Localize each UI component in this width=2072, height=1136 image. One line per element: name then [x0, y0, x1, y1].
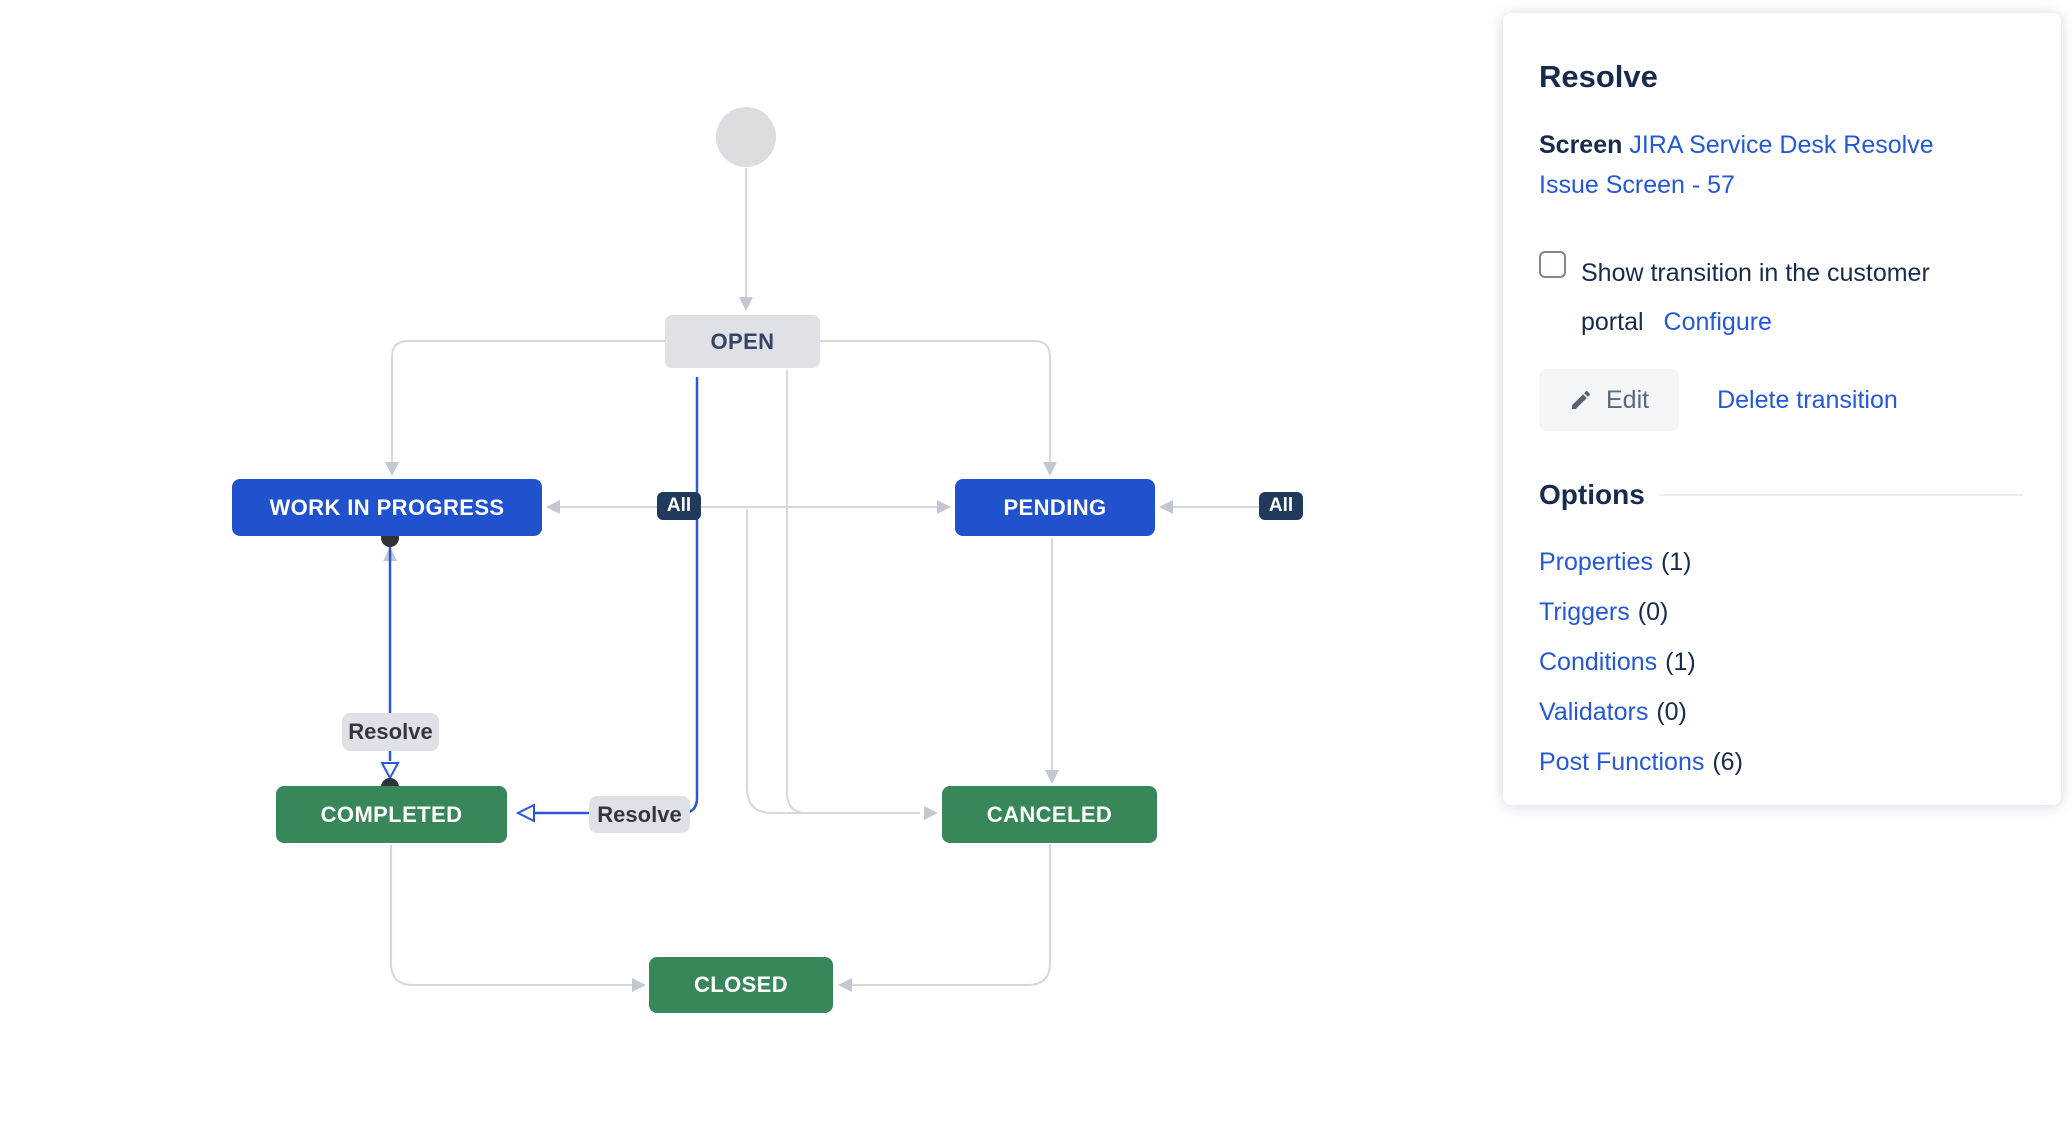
configure-link[interactable]: Configure — [1663, 308, 1772, 336]
arrowhead-into-canceled-left — [924, 806, 938, 820]
panel-title: Resolve — [1539, 59, 1658, 94]
arrowhead-into-wip-right — [546, 500, 560, 514]
triggers-count: (0) — [1637, 598, 1669, 626]
options-header: Options — [1539, 479, 2023, 511]
resolve-arrowhead-down — [380, 762, 400, 781]
arrowhead-into-closed-right — [838, 978, 852, 992]
all-transition-chip-wip[interactable]: All — [657, 492, 701, 520]
resolve-transition-label-open[interactable]: Resolve — [589, 796, 690, 833]
status-node-work-in-progress[interactable]: WORK IN PROGRESS — [232, 479, 542, 536]
properties-link[interactable]: Properties — [1539, 548, 1653, 576]
arrowhead-into-wip-top — [385, 462, 399, 476]
resolve-transition-label-wip[interactable]: Resolve — [342, 713, 439, 751]
edge-mid-to-canceled — [746, 509, 920, 814]
transition-detail-panel: Resolve Screen JIRA Service Desk Resolve… — [1503, 13, 2061, 805]
status-node-canceled[interactable]: CANCELED — [942, 786, 1157, 843]
options-list: Properties(1) Triggers(0) Conditions(1) … — [1539, 537, 2023, 787]
status-node-open[interactable]: OPEN — [665, 315, 820, 368]
status-node-closed[interactable]: CLOSED — [649, 957, 833, 1013]
show-transition-label: Show transition in the customer portal — [1581, 259, 1930, 336]
screen-link[interactable]: JIRA Service Desk Resolve Issue Screen -… — [1539, 131, 1934, 199]
properties-count: (1) — [1660, 548, 1692, 576]
option-properties: Properties(1) — [1539, 537, 2023, 587]
options-title: Options — [1539, 479, 1645, 510]
arrowhead-into-pending-right — [1159, 500, 1173, 514]
delete-transition-link[interactable]: Delete transition — [1717, 385, 1898, 414]
options-divider — [1658, 494, 2023, 496]
validators-count: (0) — [1656, 698, 1687, 726]
option-validators: Validators(0) — [1539, 687, 2023, 737]
status-node-completed[interactable]: COMPLETED — [276, 786, 507, 843]
action-row: Edit Delete transition — [1539, 369, 2023, 431]
start-node[interactable] — [716, 107, 776, 167]
option-conditions: Conditions(1) — [1539, 637, 2023, 687]
screen-row: Screen JIRA Service Desk Resolve Issue S… — [1539, 125, 1987, 205]
arrowhead-into-open — [739, 297, 753, 311]
resolve-arrowhead-left — [515, 803, 535, 823]
arrowhead-into-closed-left — [632, 978, 646, 992]
triggers-link[interactable]: Triggers — [1539, 598, 1630, 626]
pencil-icon — [1572, 390, 1591, 409]
post-functions-count: (6) — [1712, 748, 1743, 776]
option-triggers: Triggers(0) — [1539, 587, 2023, 637]
option-post-functions: Post Functions(6) — [1539, 737, 2023, 787]
all-transition-chip-pending[interactable]: All — [1259, 492, 1303, 520]
show-transition-checkbox[interactable] — [1539, 251, 1566, 278]
post-functions-link[interactable]: Post Functions — [1539, 748, 1705, 776]
conditions-link[interactable]: Conditions — [1539, 648, 1658, 676]
edge-resolve-open-branch[interactable] — [681, 377, 699, 815]
edge-open-to-pending — [820, 340, 1051, 462]
arrowhead-into-pending-top — [1043, 462, 1057, 476]
screen-label: Screen — [1539, 131, 1623, 159]
edit-button-label: Edit — [1606, 385, 1650, 414]
conditions-count: (1) — [1665, 648, 1696, 676]
validators-link[interactable]: Validators — [1539, 698, 1649, 726]
edge-open-to-wip — [391, 340, 665, 462]
status-node-pending[interactable]: PENDING — [955, 479, 1155, 536]
arrowhead-into-pending-left — [937, 500, 951, 514]
edit-button[interactable]: Edit — [1539, 369, 1680, 431]
edge-open-to-canceled — [786, 370, 920, 814]
edge-canceled-to-closed — [852, 844, 1051, 986]
arrowhead-into-canceled-top — [1045, 770, 1059, 784]
edge-completed-to-closed — [390, 845, 632, 986]
